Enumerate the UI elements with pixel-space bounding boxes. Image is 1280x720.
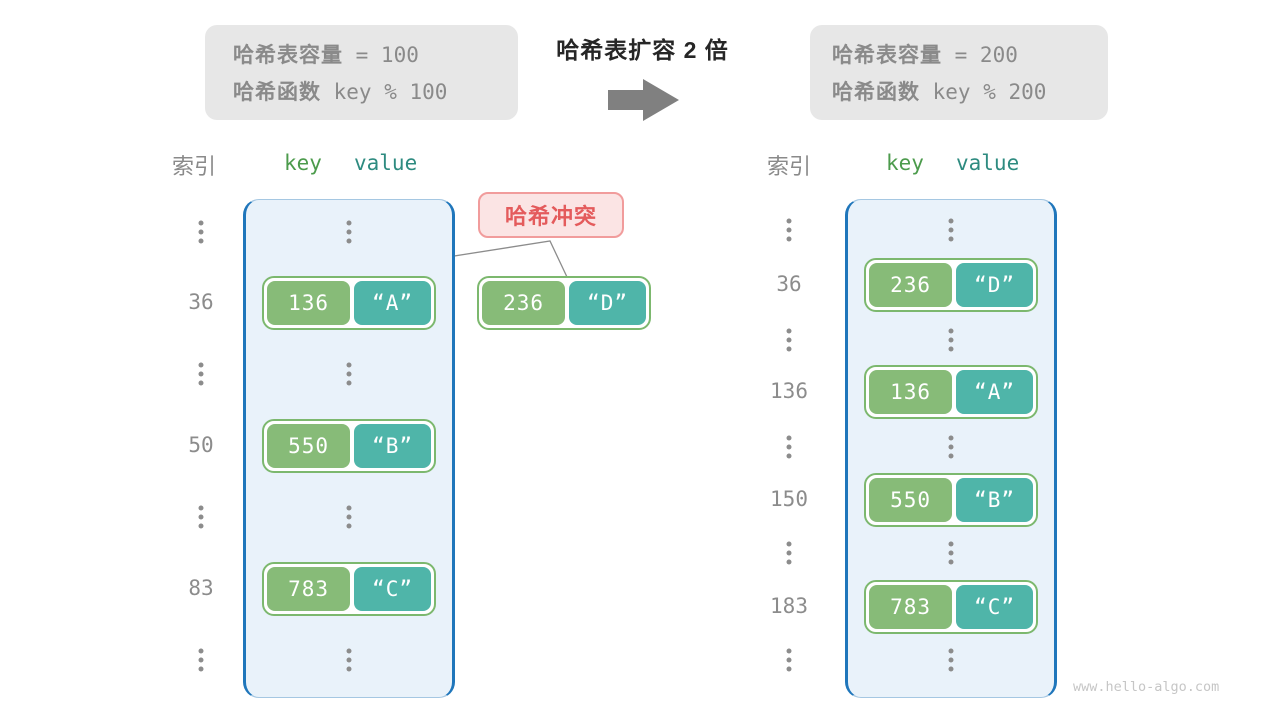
kv-pair: 550 “B”	[864, 473, 1038, 527]
ellipsis-dots	[198, 362, 204, 386]
hash-function-value: key % 200	[920, 80, 1047, 104]
kv-pair: 783 “C”	[262, 562, 436, 616]
kv-pair: 136 “A”	[864, 365, 1038, 419]
value-cell: “D”	[569, 281, 646, 325]
hash-function-value: key % 100	[321, 80, 448, 104]
capacity-label: 哈希表容量	[233, 44, 343, 67]
ellipsis-dots	[346, 220, 352, 244]
ellipsis-dots	[198, 220, 204, 244]
key-cell: 783	[869, 585, 953, 629]
collision-badge: 哈希冲突	[478, 192, 624, 238]
key-cell: 136	[869, 370, 953, 414]
ellipsis-dots	[786, 648, 792, 672]
value-header-right: value	[956, 151, 1020, 175]
hash-function-label: 哈希函数	[832, 81, 920, 104]
capacity-info-box-left: 哈希表容量 = 100 哈希函数 key % 100	[205, 25, 518, 120]
key-cell: 783	[267, 567, 351, 611]
hash-function-line: 哈希函数 key % 100	[233, 76, 518, 106]
index-label: 36	[776, 272, 802, 296]
ellipsis-dots	[948, 648, 954, 672]
value-cell: “A”	[956, 370, 1033, 414]
capacity-value: = 200	[942, 43, 1018, 67]
kv-pair: 236 “D”	[864, 258, 1038, 312]
value-cell: “B”	[956, 478, 1033, 522]
capacity-line: 哈希表容量 = 200	[832, 39, 1108, 69]
key-cell: 550	[267, 424, 351, 468]
value-cell: “C”	[354, 567, 431, 611]
watermark: www.hello-algo.com	[1073, 679, 1220, 695]
ellipsis-dots	[198, 505, 204, 529]
ellipsis-dots	[346, 362, 352, 386]
ellipsis-dots	[786, 218, 792, 242]
ellipsis-dots	[948, 328, 954, 352]
ellipsis-dots	[948, 541, 954, 565]
capacity-value: = 100	[343, 43, 419, 67]
ellipsis-dots	[948, 435, 954, 459]
index-label: 136	[770, 379, 808, 403]
key-cell: 236	[482, 281, 566, 325]
hash-function-label: 哈希函数	[233, 81, 321, 104]
block-arrow-icon	[608, 79, 679, 121]
ellipsis-dots	[346, 648, 352, 672]
ellipsis-dots	[198, 648, 204, 672]
ellipsis-dots	[786, 435, 792, 459]
index-label: 83	[188, 576, 214, 600]
value-cell: “A”	[354, 281, 431, 325]
index-label: 150	[770, 487, 808, 511]
value-cell: “C”	[956, 585, 1033, 629]
ellipsis-dots	[786, 541, 792, 565]
ellipsis-dots	[346, 505, 352, 529]
ellipsis-dots	[948, 218, 954, 242]
key-cell: 236	[869, 263, 953, 307]
hash-function-line: 哈希函数 key % 200	[832, 76, 1108, 106]
expansion-title: 哈希表扩容 2 倍	[556, 37, 729, 63]
value-header-left: value	[354, 151, 418, 175]
capacity-info-box-right: 哈希表容量 = 200 哈希函数 key % 200	[810, 25, 1108, 120]
key-header-left: key	[284, 151, 322, 175]
index-label: 50	[188, 433, 214, 457]
kv-pair-collision: 236 “D”	[477, 276, 651, 330]
value-cell: “B”	[354, 424, 431, 468]
index-header-left: 索引	[172, 154, 217, 179]
key-header-right: key	[886, 151, 924, 175]
index-header-right: 索引	[767, 154, 812, 179]
kv-pair: 550 “B”	[262, 419, 436, 473]
capacity-label: 哈希表容量	[832, 44, 942, 67]
key-cell: 550	[869, 478, 953, 522]
index-label: 36	[188, 290, 214, 314]
index-label: 183	[770, 594, 808, 618]
kv-pair: 136 “A”	[262, 276, 436, 330]
capacity-line: 哈希表容量 = 100	[233, 39, 518, 69]
ellipsis-dots	[786, 328, 792, 352]
value-cell: “D”	[956, 263, 1033, 307]
key-cell: 136	[267, 281, 351, 325]
kv-pair: 783 “C”	[864, 580, 1038, 634]
